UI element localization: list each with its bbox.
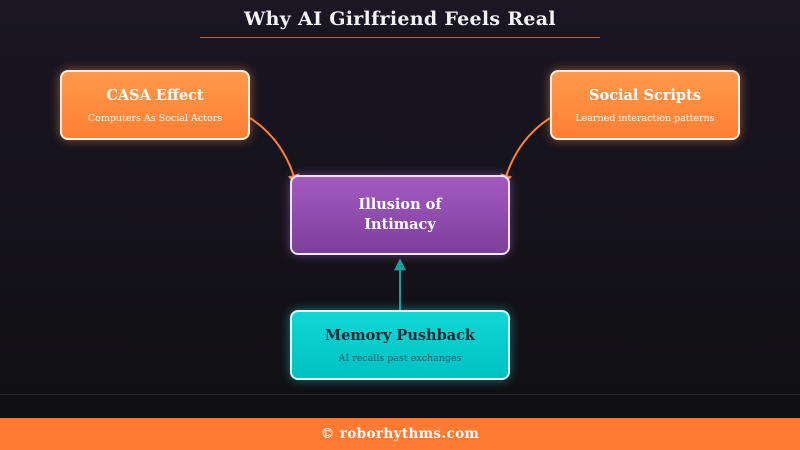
title-underline <box>200 37 600 38</box>
node-illusion-of-intimacy: Illusion of Intimacy <box>290 175 510 255</box>
bottom-divider <box>0 394 800 395</box>
node-social-title: Social Scripts <box>589 87 701 105</box>
node-illusion-title-line2: Intimacy <box>364 216 436 233</box>
node-memory-title: Memory Pushback <box>325 327 475 345</box>
footer-bar: © roborhythms.com <box>0 418 800 450</box>
edge-social-to-illusion <box>500 117 551 187</box>
node-social-subtitle: Learned interaction patterns <box>575 112 715 124</box>
diagram-title: Why AI Girlfriend Feels Real <box>244 8 556 30</box>
edge-casa-to-illusion <box>249 117 300 187</box>
node-memory-pushback: Memory Pushback AI recalls past exchange… <box>290 310 510 380</box>
node-casa-title: CASA Effect <box>106 87 204 105</box>
node-casa-effect: CASA Effect Computers As Social Actors <box>60 70 250 140</box>
node-social-scripts: Social Scripts Learned interaction patte… <box>550 70 740 140</box>
footer-credit: © roborhythms.com <box>320 426 480 442</box>
node-casa-subtitle: Computers As Social Actors <box>87 112 223 124</box>
node-memory-subtitle: AI recalls past exchanges <box>338 352 462 364</box>
node-illusion-title-line1: Illusion of <box>358 195 442 213</box>
